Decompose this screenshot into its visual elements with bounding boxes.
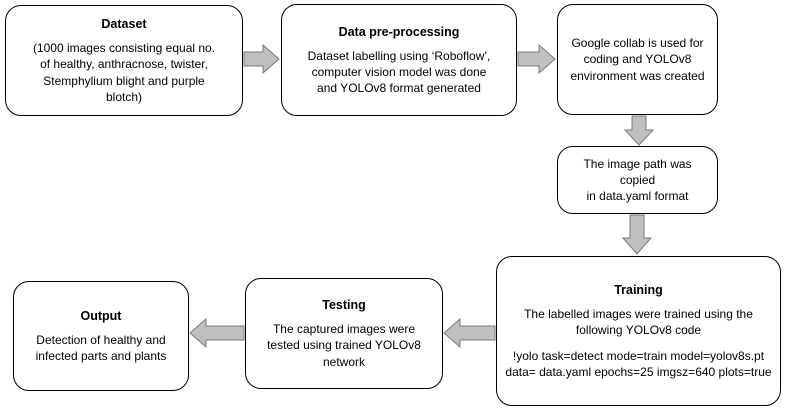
- image-path-node: The image path was copied in data.yaml f…: [557, 146, 718, 214]
- training-title: Training: [614, 282, 663, 297]
- testing-title: Testing: [322, 298, 366, 313]
- preprocessing-node: Data pre-processing Dataset labelling us…: [281, 4, 517, 116]
- arrow-image-path-to-training: [621, 214, 653, 255]
- dataset-body: (1000 images consisting equal no. of hea…: [32, 40, 216, 104]
- arrow-dataset-to-preprocessing: [243, 43, 280, 75]
- image-path-body: The image path was copied in data.yaml f…: [583, 156, 692, 204]
- dataset-node: Dataset (1000 images consisting equal no…: [5, 5, 243, 116]
- output-title: Output: [80, 308, 122, 323]
- arrow-training-to-testing: [443, 317, 496, 349]
- arrow-preprocessing-to-colab: [517, 43, 556, 75]
- arrow-colab-to-image-path: [623, 115, 655, 146]
- testing-node: Testing The captured images were tested …: [245, 278, 443, 389]
- preprocessing-title: Data pre-processing: [338, 24, 460, 39]
- arrow-testing-to-output: [189, 317, 245, 349]
- testing-body: The captured images were tested using tr…: [267, 322, 421, 369]
- output-body: Detection of healthy and infected parts …: [35, 332, 167, 363]
- preprocessing-body: Dataset labelling using ‘Roboflow’, comp…: [307, 48, 491, 96]
- colab-node: Google collab is used for coding and YOL…: [557, 4, 718, 115]
- training-body: The labelled images were trained using t…: [524, 306, 753, 338]
- training-code: !yolo task=detect mode=train model=yolov…: [505, 348, 772, 379]
- colab-body: Google collab is used for coding and YOL…: [570, 36, 705, 83]
- dataset-title: Dataset: [101, 16, 147, 31]
- training-node: Training The labelled images were traine…: [496, 256, 781, 406]
- output-node: Output Detection of healthy and infected…: [13, 281, 189, 391]
